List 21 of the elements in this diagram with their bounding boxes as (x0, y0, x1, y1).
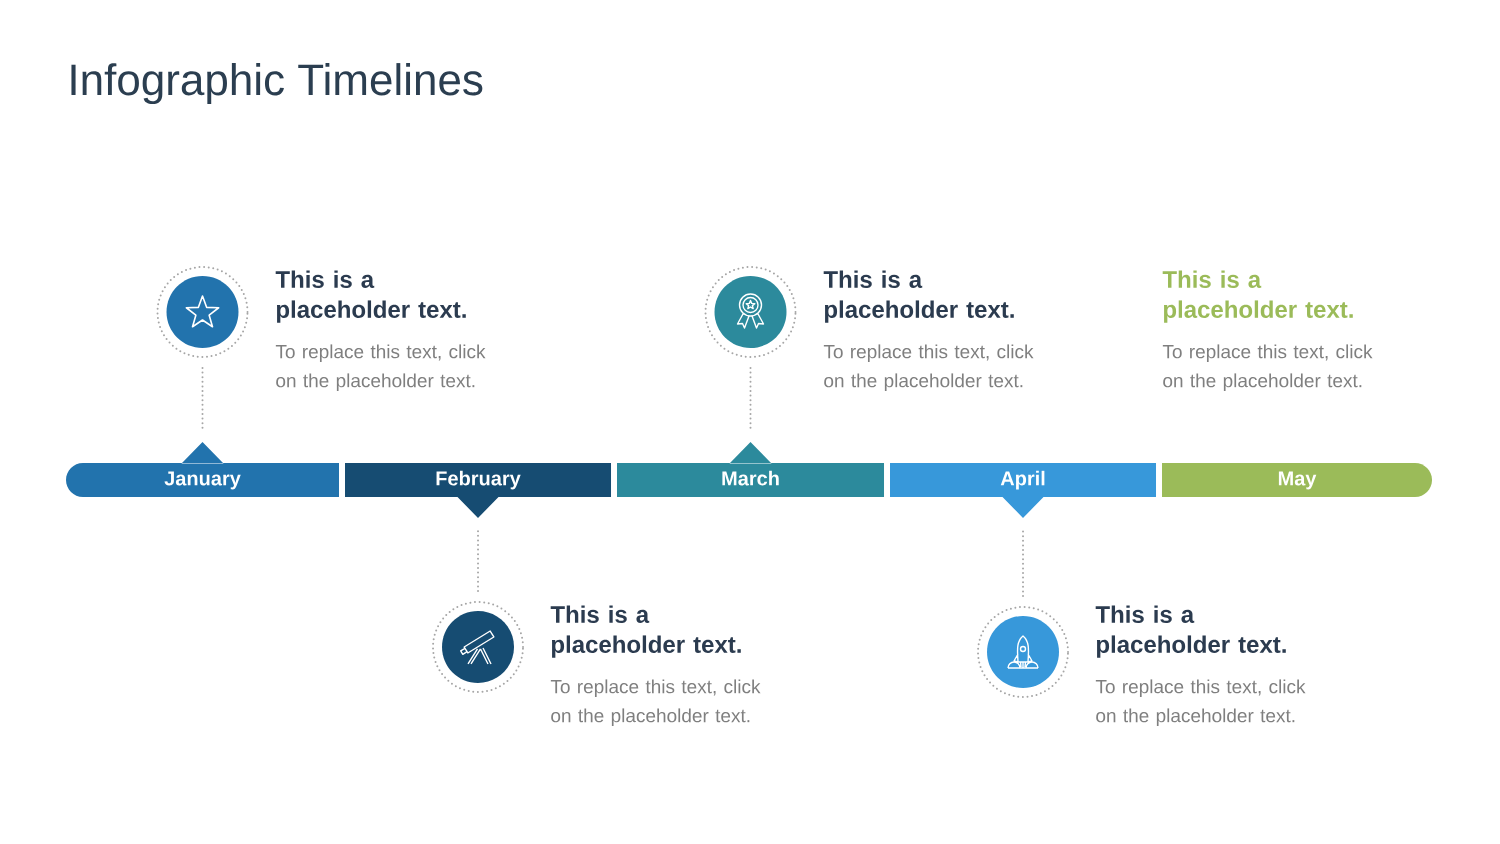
icon-circle (704, 266, 797, 358)
item-heading: This is a placeholder text. (1095, 605, 1286, 658)
item-description: To replace this text, click on the placeholder text. (1162, 344, 1373, 392)
item-heading: This is a placeholder text. (1162, 270, 1353, 323)
item-description: To replace this text, click on the placeholder text. (275, 344, 486, 392)
item-heading: This is a placeholder text. (550, 605, 741, 658)
icon-circle (977, 606, 1069, 698)
month-bar: February (345, 463, 611, 518)
item-description: To replace this text, click on the placeholder text. (823, 344, 1034, 392)
item-description: To replace this text, click on the placeholder text. (550, 679, 761, 727)
icon-circle (432, 601, 524, 693)
icon-circle (156, 266, 249, 358)
month-bar: March (617, 442, 884, 497)
month-bar: May (1162, 463, 1432, 497)
month-bar: January (66, 442, 339, 497)
item-heading: This is a placeholder text. (275, 270, 466, 323)
item-description: To replace this text, click on the placeholder text. (1095, 679, 1306, 727)
item-heading: This is a placeholder text. (823, 270, 1014, 323)
title: Infographic Timelines (71, 63, 483, 105)
connector-line (477, 527, 479, 592)
month-bar: April (890, 463, 1156, 518)
